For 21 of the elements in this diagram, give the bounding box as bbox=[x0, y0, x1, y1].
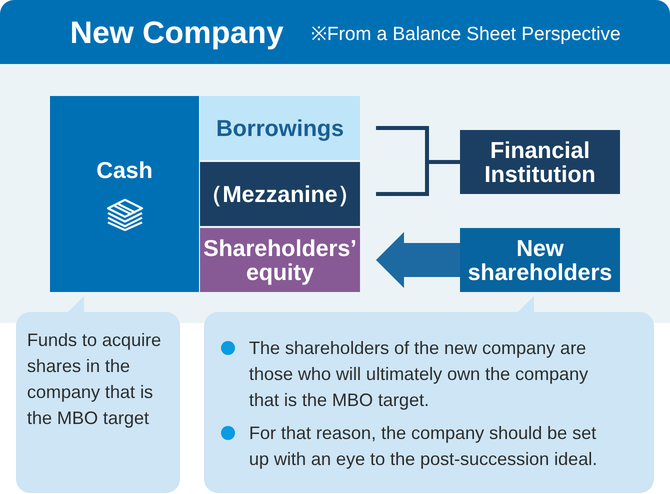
block-arrow bbox=[376, 232, 460, 288]
balance-sheet-block bbox=[200, 96, 360, 160]
block-label: Borrowings bbox=[216, 116, 344, 140]
connector-line bbox=[376, 162, 429, 196]
block-label: （Mezzanine） bbox=[199, 182, 361, 206]
balance-sheet-block bbox=[50, 96, 199, 292]
callout-text: The shareholders of the new company are those who will ultimately own the company that is the MBO target. bbox=[249, 337, 590, 412]
connector-line bbox=[429, 160, 460, 164]
entity-box bbox=[460, 130, 620, 194]
callout-text: For that reason, the company should be set up with an eye to the post-succession ideal. bbox=[249, 422, 598, 471]
callout-text: Funds to acquire shares in the company that is the MBO target bbox=[27, 329, 162, 430]
subtitle-note: ※From a Balance Sheet Perspective bbox=[311, 24, 621, 46]
block-label: Shareholders’ equity bbox=[202, 236, 358, 284]
block-label: New shareholders bbox=[466, 236, 614, 284]
connector-line bbox=[376, 126, 429, 162]
block-label: Financial Institution bbox=[483, 138, 597, 186]
entity-box bbox=[460, 228, 620, 292]
balance-sheet-block bbox=[200, 162, 360, 226]
block-label: Cash bbox=[96, 158, 153, 182]
balance-sheet-block bbox=[200, 228, 360, 292]
title-text: New Company bbox=[70, 15, 284, 51]
